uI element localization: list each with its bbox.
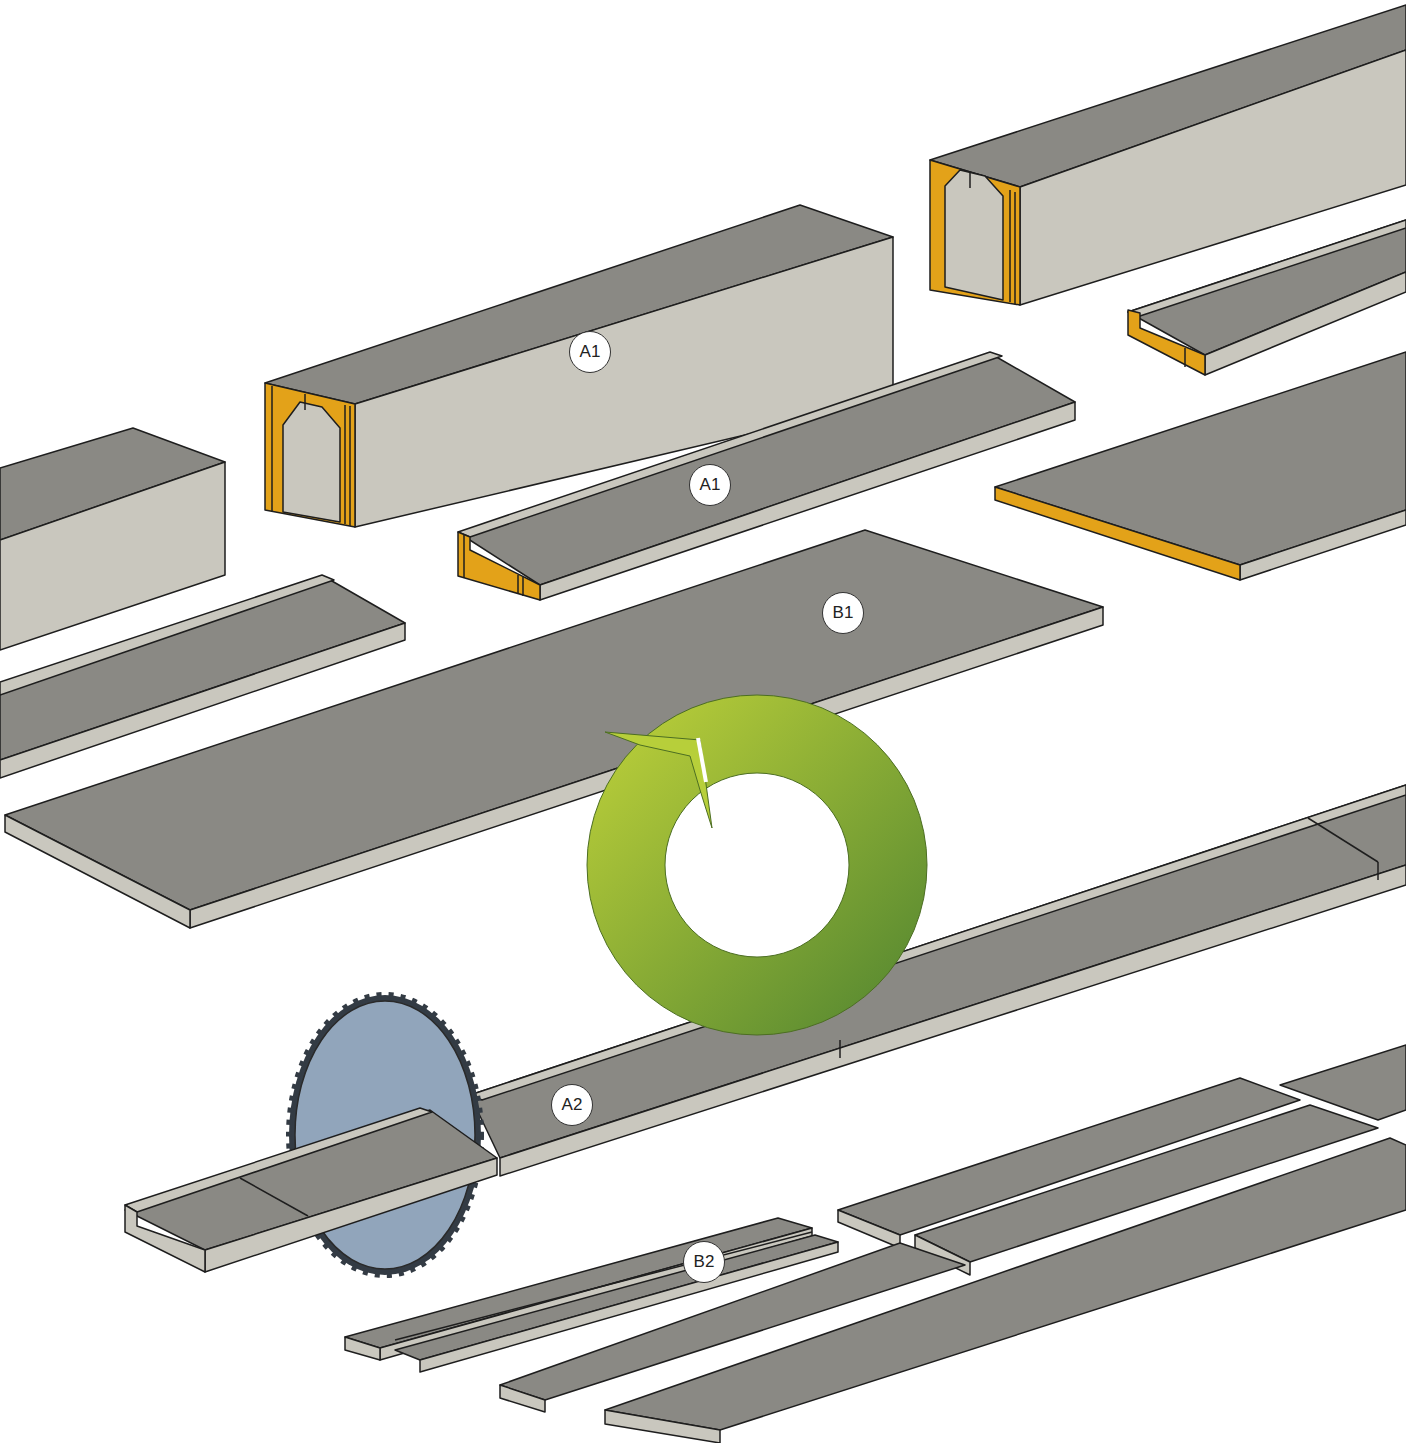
cut-strip — [345, 1337, 380, 1360]
formwork-box — [265, 383, 355, 527]
callout-label: A1 — [700, 475, 721, 495]
formwork-channel — [458, 352, 1002, 537]
cut-plank — [500, 1385, 545, 1412]
formwork-panel — [1240, 510, 1406, 580]
callout-label: B1 — [833, 603, 854, 623]
cut-plank — [605, 1138, 1406, 1430]
formwork-box — [0, 428, 225, 650]
cut-plank — [500, 1045, 1406, 1443]
reuse-cycle-arrow — [587, 695, 927, 1035]
reused-channel — [1377, 862, 1379, 880]
reuse-cycle-arrow — [605, 732, 712, 828]
callout-circle: B1 — [822, 592, 864, 634]
formwork-channel — [517, 575, 519, 594]
formwork-panel — [995, 352, 1406, 580]
formwork-box — [349, 406, 351, 526]
formwork-channel — [1128, 220, 1406, 375]
formwork-panel — [5, 530, 1103, 910]
cut-channel-piece — [205, 1158, 497, 1272]
callout-circle: A1 — [689, 464, 731, 506]
reused-channel — [839, 1040, 841, 1058]
formwork-box — [283, 402, 340, 522]
cut-channel-piece — [240, 1178, 308, 1216]
formwork-panel — [5, 530, 1103, 928]
formwork-box — [930, 160, 1020, 305]
formwork-channel — [1205, 272, 1406, 375]
reuse-cycle-arrow — [698, 738, 706, 782]
callout-circle: A1 — [569, 331, 611, 373]
formwork-box — [945, 170, 1003, 300]
formwork-channel — [462, 355, 1075, 585]
formwork-panel — [995, 487, 1240, 580]
cut-plank — [605, 1410, 720, 1443]
callout-circle: A2 — [551, 1084, 593, 1126]
callout-label: B2 — [694, 1252, 715, 1272]
formwork-box — [344, 405, 346, 524]
formwork-channel — [1184, 348, 1186, 367]
formwork-channel — [463, 534, 465, 578]
formwork-box — [304, 394, 306, 410]
formwork-channel — [522, 577, 524, 596]
formwork-panel — [5, 815, 190, 928]
formwork-illustration — [0, 5, 1406, 1443]
cut-plank — [1280, 1045, 1406, 1120]
formwork-box — [271, 386, 273, 511]
formwork-channel — [458, 532, 540, 600]
formwork-channel — [1128, 310, 1205, 375]
cut-channel-piece — [125, 1108, 497, 1272]
callout-label: A1 — [580, 342, 601, 362]
cut-channel-piece — [125, 1205, 205, 1272]
reuse-cycle-arrow — [587, 695, 927, 1035]
formwork-box — [969, 173, 971, 188]
formwork-box — [1009, 190, 1011, 302]
reused-channel — [1308, 818, 1378, 862]
callout-circle: B2 — [683, 1241, 725, 1283]
formwork-box — [1014, 192, 1016, 304]
cut-plank — [838, 1210, 900, 1248]
callout-label: A2 — [562, 1095, 583, 1115]
